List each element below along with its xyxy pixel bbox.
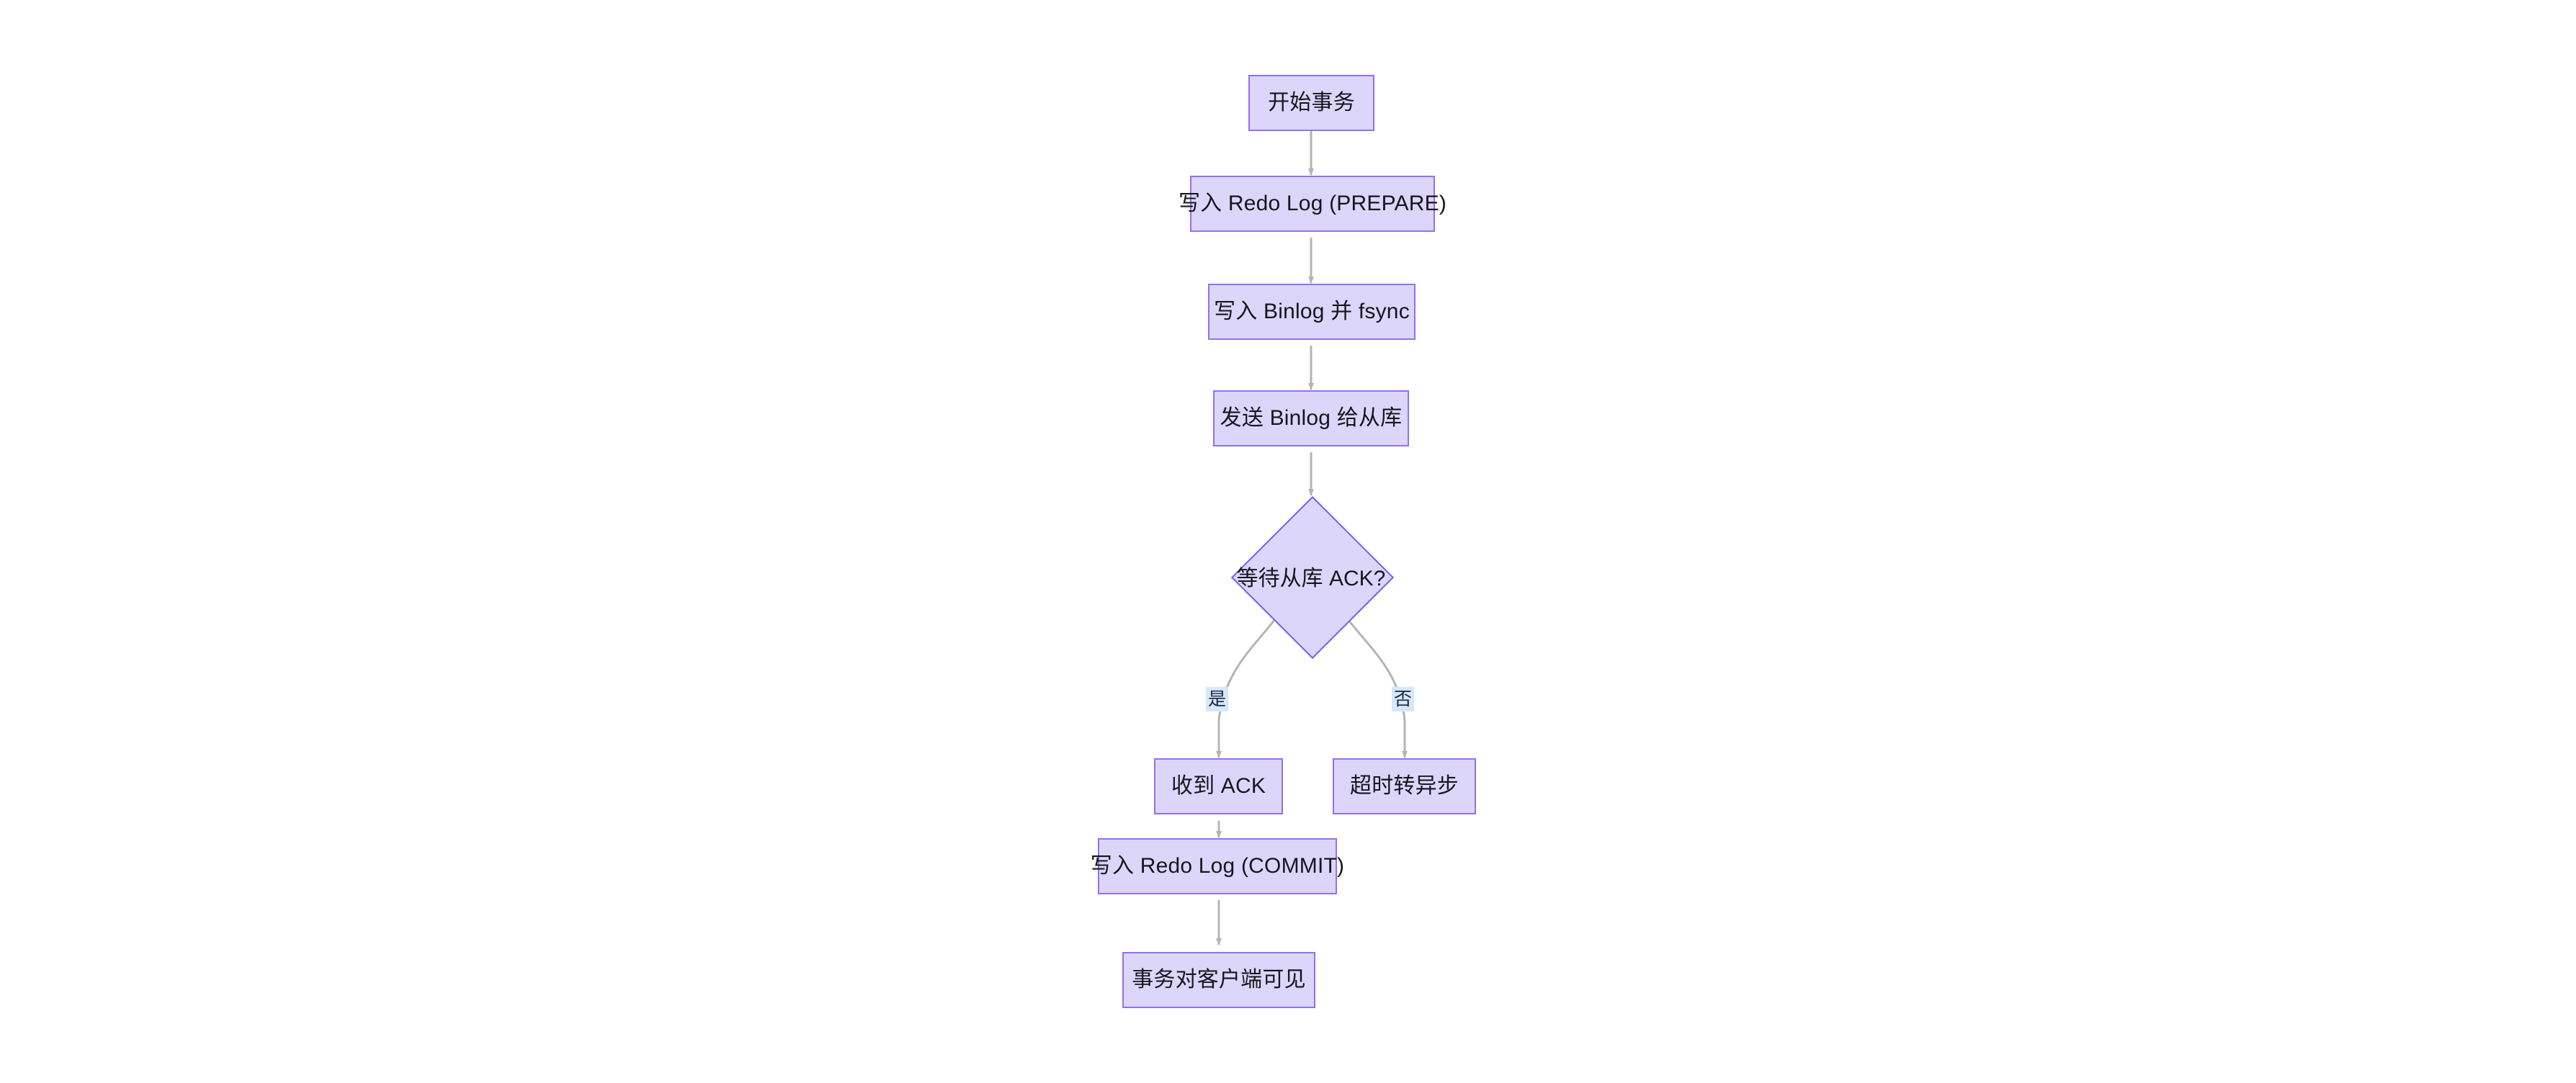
node-binlog-fsync-label: 写入 Binlog 并 fsync (1214, 300, 1410, 324)
node-got-ack[interactable]: 收到 ACK (1154, 758, 1283, 814)
node-wait-ack[interactable]: 等待从库 ACK? (1230, 495, 1395, 660)
node-redo-commit[interactable]: 写入 Redo Log (COMMIT) (1091, 838, 1344, 894)
node-redo-prepare[interactable]: 写入 Redo Log (PREPARE) (1179, 176, 1446, 232)
node-start-label: 开始事务 (1268, 91, 1355, 115)
node-send-binlog-label: 发送 Binlog 给从库 (1220, 406, 1403, 431)
edge-label-yes: 是 (1206, 687, 1229, 711)
edge-label-no: 否 (1392, 687, 1415, 711)
node-redo-commit-label: 写入 Redo Log (COMMIT) (1090, 854, 1345, 878)
node-wait-ack-label: 等待从库 ACK? (1236, 567, 1386, 590)
node-send-binlog[interactable]: 发送 Binlog 给从库 (1213, 390, 1409, 446)
node-timeout-async[interactable]: 超时转异步 (1333, 758, 1476, 814)
edge-label-yes-text: 是 (1208, 689, 1227, 709)
node-binlog-fsync[interactable]: 写入 Binlog 并 fsync (1208, 284, 1416, 340)
node-timeout-async-label: 超时转异步 (1350, 774, 1459, 799)
node-start[interactable]: 开始事务 (1248, 75, 1374, 131)
node-redo-prepare-label: 写入 Redo Log (PREPARE) (1178, 192, 1447, 216)
node-got-ack-label: 收到 ACK (1171, 774, 1266, 799)
node-visible-label: 事务对客户端可见 (1132, 968, 1306, 992)
node-visible[interactable]: 事务对客户端可见 (1122, 952, 1315, 1008)
edge-label-no-text: 否 (1394, 689, 1413, 709)
